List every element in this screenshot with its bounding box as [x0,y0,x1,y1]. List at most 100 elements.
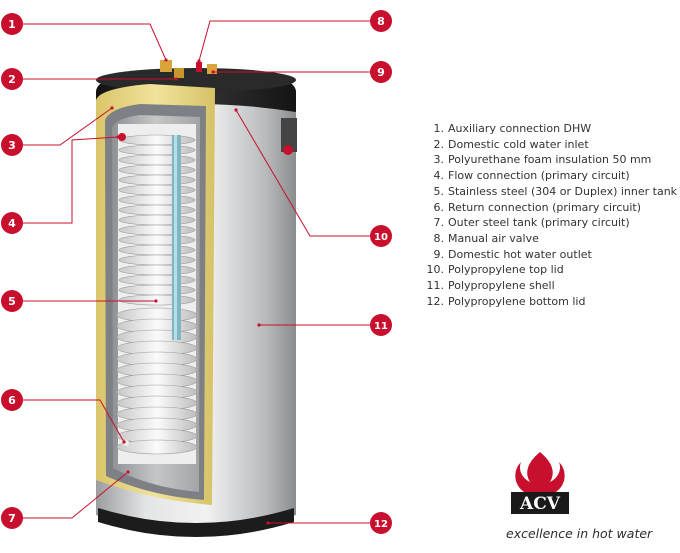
component-legend: 1.Auxiliary connection DHW 2.Domestic co… [418,121,678,310]
legend-item: 2.Domestic cold water inlet [418,137,677,153]
callout-6-label: 6 [8,394,16,407]
leader-line-6 [20,399,125,443]
logo-text: ACV [519,494,561,514]
legend-label: Polypropylene top lid [448,263,564,277]
callout-11: 11 [370,314,392,336]
coil-turn [118,224,196,236]
coil-turn [118,184,196,196]
auxiliary-connection-pipe [160,60,172,72]
flame-icon [515,452,565,492]
coil-turn [118,214,196,226]
callout-9: 9 [370,61,392,83]
callout-4: 4 [1,212,23,234]
side-fitting [281,118,297,152]
coil-turn [118,264,196,276]
legend-number: 1. [433,122,445,135]
logo-tagline: excellence in hot water [506,526,653,541]
coil-turn [118,244,196,256]
callout-4-label: 4 [8,217,16,230]
callout-11-label: 11 [374,321,388,332]
callout-2-label: 2 [8,73,16,86]
callout-10-label: 10 [374,232,388,243]
bottom-lid [98,508,294,537]
legend-item: 8.Manual air valve [418,231,677,247]
coil-turn [118,254,196,266]
coil-turn [118,204,196,216]
legend-number: 4. [433,169,445,183]
legend-number: 11. [426,279,445,293]
hot-outlet-pipe [207,64,217,74]
leader-line-8 [198,20,372,62]
legend-item: 3.Polyurethane foam insulation 50 mm [418,152,677,168]
callout-2: 2 [1,68,23,90]
callout-10: 10 [370,225,392,247]
callout-8-label: 8 [377,15,385,28]
inner-rod-highlight [174,135,177,340]
callout-1: 1 [1,13,23,35]
coil-turn [118,284,196,296]
coil-turn [118,144,196,156]
callout-7: 7 [1,507,23,529]
leader-line-3 [20,107,113,146]
legend-label: Outer steel tank (primary circuit) [448,216,630,230]
legend-label: Domestic hot water outlet [448,247,592,261]
legend-item: 10.Polypropylene top lid [418,262,677,278]
legend-number: 3. [433,153,445,167]
legend-label: Polyurethane foam insulation 50 mm [448,153,652,167]
legend-number: 12. [426,294,445,308]
coil-turn [118,134,196,146]
legend-item: 6.Return connection (primary circuit) [418,200,677,216]
leader-lines [20,20,372,524]
legend-item: 9.Domestic hot water outlet [418,247,677,263]
air-valve [196,62,202,72]
cold-inlet-pipe [174,68,184,78]
callout-9-label: 9 [377,66,385,79]
coil-turn [118,234,196,246]
legend-number: 2. [433,137,445,151]
legend-number: 5. [433,184,445,198]
legend-label: Flow connection (primary circuit) [448,169,630,183]
legend-item: 1.Auxiliary connection DHW [418,121,677,137]
coil-turn [118,164,196,176]
side-thermometer [283,145,293,155]
legend-number: 9. [433,247,445,261]
callout-1-label: 1 [8,18,16,31]
coil-turn [118,174,196,186]
flow-connection-port [118,133,126,141]
coil-turn [118,274,196,286]
callout-12: 12 [370,512,392,534]
legend-label: Polypropylene bottom lid [448,294,586,308]
leader-line-4 [20,136,119,224]
leader-line-10 [235,109,372,237]
legend-item: 11.Polypropylene shell [418,278,677,294]
acv-logo: ACV [505,452,574,520]
callout-12-label: 12 [374,519,388,530]
callout-7-label: 7 [8,512,16,525]
leader-dots [110,58,270,525]
legend-number: 6. [433,200,445,214]
legend-item: 5.Stainless steel (304 or Duplex) inner … [418,184,678,200]
legend-label: Domestic cold water inlet [448,137,589,151]
callout-8: 8 [370,10,392,32]
legend-number: 7. [433,216,445,230]
callout-6: 6 [1,389,23,411]
legend-label: Stainless steel (304 or Duplex) inner ta… [448,184,678,198]
legend-number: 8. [433,231,445,245]
leader-line-7 [20,471,129,519]
legend-label: Manual air valve [448,231,539,245]
legend-label: Auxiliary connection DHW [448,122,592,135]
legend-label: Return connection (primary circuit) [448,200,642,214]
legend-item: 4.Flow connection (primary circuit) [418,168,677,184]
callout-3: 3 [1,134,23,156]
logo-plate [511,492,569,514]
coil-turn [116,439,198,455]
callout-5-label: 5 [8,295,16,308]
leader-line-1 [20,23,167,61]
callout-3-label: 3 [8,139,16,152]
legend-label: Polypropylene shell [448,279,555,293]
callout-5: 5 [1,290,23,312]
coil-turn [118,154,196,166]
coil-turn [118,194,196,206]
legend-item: 12.Polypropylene bottom lid [418,294,677,310]
